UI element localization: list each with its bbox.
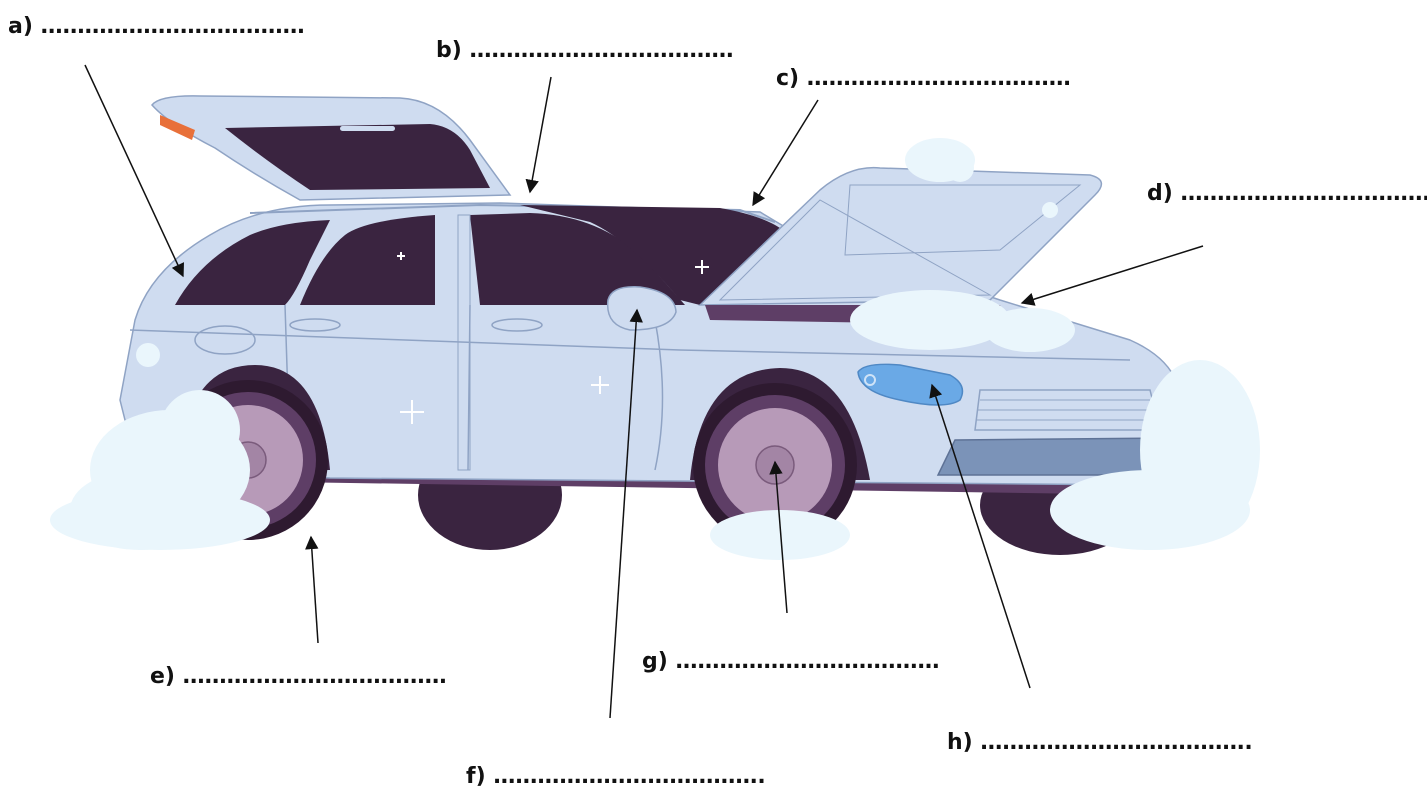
label-g-blank[interactable]: ……………………………… bbox=[675, 649, 940, 674]
cloud-puffs bbox=[50, 138, 1260, 560]
label-d-letter: d) bbox=[1147, 181, 1173, 206]
label-b: b) ……………………………… bbox=[436, 40, 733, 62]
side-mirror bbox=[606, 286, 677, 331]
fuel-cap bbox=[194, 325, 256, 355]
label-g: g) ……………………………… bbox=[642, 651, 939, 673]
leader-a bbox=[84, 64, 185, 278]
label-d: d) ……………………………… bbox=[1147, 183, 1427, 205]
windshield bbox=[520, 205, 780, 305]
label-a-blank[interactable]: ……………………………… bbox=[40, 14, 305, 39]
label-b-letter: b) bbox=[436, 38, 462, 63]
leader-e bbox=[305, 535, 319, 644]
leader-b bbox=[525, 76, 552, 194]
label-f-letter: f) bbox=[466, 764, 486, 789]
label-b-blank[interactable]: ……………………………… bbox=[469, 38, 734, 63]
label-a-letter: a) bbox=[8, 14, 33, 39]
label-c: c) ……………………………… bbox=[776, 68, 1071, 90]
label-e: e) ……………………………… bbox=[150, 666, 447, 688]
open-tailgate bbox=[151, 95, 512, 201]
label-e-letter: e) bbox=[150, 664, 175, 689]
front-door-window bbox=[470, 213, 685, 305]
door-handle-rear bbox=[289, 318, 341, 332]
label-a: a) ……………………………… bbox=[8, 16, 305, 38]
leader-f bbox=[609, 308, 643, 719]
sparkles bbox=[397, 252, 709, 424]
rear-side-window bbox=[175, 220, 330, 305]
label-e-blank[interactable]: ……………………………… bbox=[182, 664, 447, 689]
leader-c bbox=[752, 99, 819, 207]
label-h-blank[interactable]: ………………………………. bbox=[980, 730, 1253, 755]
rear-door-window bbox=[300, 215, 435, 305]
label-d-blank[interactable]: ……………………………… bbox=[1180, 181, 1427, 206]
label-c-blank[interactable]: ……………………………… bbox=[806, 66, 1071, 91]
label-h: h) ………………………………. bbox=[947, 732, 1253, 754]
label-c-letter: c) bbox=[776, 66, 800, 91]
label-h-letter: h) bbox=[947, 730, 973, 755]
door-handle-front bbox=[491, 318, 543, 332]
leader-lines bbox=[84, 64, 1204, 719]
leader-g bbox=[769, 460, 788, 614]
leader-h bbox=[929, 383, 1031, 689]
label-f-blank[interactable]: ………………………………. bbox=[493, 764, 766, 789]
label-g-letter: g) bbox=[642, 649, 668, 674]
label-f: f) ………………………………. bbox=[466, 766, 766, 788]
leader-d bbox=[1020, 245, 1204, 306]
